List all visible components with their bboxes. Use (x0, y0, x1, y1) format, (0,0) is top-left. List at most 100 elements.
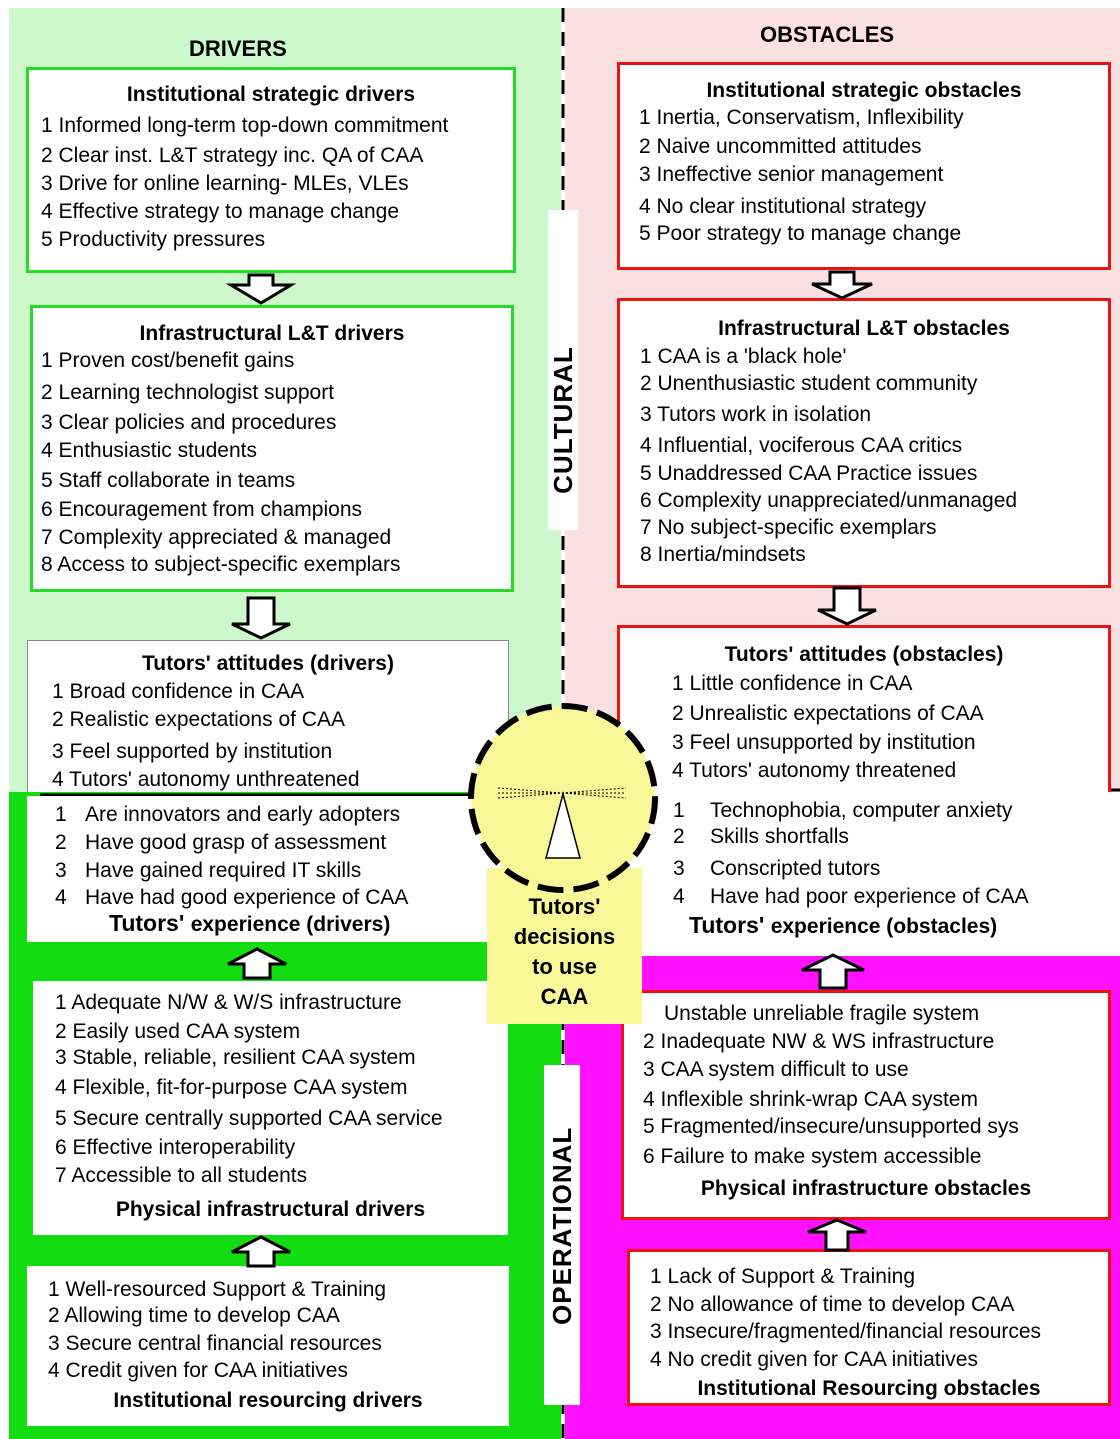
list-item: 3 Insecure/fragmented/financial resource… (650, 1320, 1042, 1343)
list-item: Have good grasp of assessment (85, 831, 387, 854)
obstacles-physical-box: Unstable unreliable fragile system 2 Ina… (621, 990, 1111, 1220)
list-item: Are innovators and early adopters (85, 803, 401, 826)
list-item: 4 Influential, vociferous CAA critics (640, 434, 963, 457)
list-item: 4 Tutors' autonomy unthreatened (52, 768, 360, 791)
list-item: 5 Poor strategy to manage change (639, 222, 962, 245)
drivers-physical-title: Physical infrastructural drivers (115, 1198, 426, 1221)
list-number: 4 (55, 886, 67, 909)
obstacles-resourcing-box: 1 Lack of Support & Training 2 No allowa… (627, 1249, 1111, 1406)
list-item: 4 No clear institutional strategy (639, 195, 927, 218)
list-item: 2 Clear inst. L&T strategy inc. QA of CA… (41, 144, 424, 167)
drivers-experience-title-b: experience (drivers) (190, 913, 391, 936)
list-item: 1 Lack of Support & Training (650, 1265, 915, 1288)
list-item: 4 Effective strategy to manage change (41, 200, 400, 223)
drivers-infrastructural-box: Infrastructural L&T drivers 1 Proven cos… (30, 305, 514, 592)
list-number: 4 (673, 885, 685, 908)
list-item: 4 Inflexible shrink-wrap CAA system (643, 1088, 978, 1111)
obstacles-header: OBSTACLES (760, 22, 895, 47)
list-item: 1 CAA is a 'black hole' (640, 345, 847, 368)
list-item: 4 Enthusiastic students (41, 439, 257, 462)
list-item: Have had good experience of CAA (85, 886, 409, 909)
drivers-experience-title-a: Tutors' (109, 910, 191, 936)
list-item: 6 Complexity unappreciated/unmanaged (640, 489, 1018, 512)
list-item: Skills shortfalls (710, 825, 849, 848)
center-label-line: to use (532, 954, 597, 979)
list-item: 2 Unenthusiastic student community (640, 372, 978, 395)
list-item: 6 Effective interoperability (55, 1136, 296, 1159)
obstacles-resourcing-title: Institutional Resourcing obstacles (697, 1377, 1041, 1400)
center-label-line: decisions (513, 924, 616, 949)
obstacles-physical-title: Physical infrastructure obstacles (700, 1177, 1032, 1200)
list-number: 2 (673, 825, 685, 848)
operational-label-bg (544, 1065, 580, 1405)
list-item: 2 No allowance of time to develop CAA (650, 1293, 1015, 1316)
drivers-header: DRIVERS (189, 36, 287, 61)
center-label-line: CAA (540, 984, 589, 1009)
drivers-attitudes-title: Tutors' attitudes (drivers) (142, 652, 394, 675)
drivers-experience-box: 1 Are innovators and early adopters 2 Ha… (27, 796, 509, 942)
list-item: 6 Encouragement from champions (41, 498, 362, 521)
list-item: 5 Productivity pressures (41, 228, 266, 251)
list-item: 5 Secure centrally supported CAA service (55, 1107, 443, 1130)
down-arrow-icon (225, 273, 297, 305)
drivers-resourcing-box: 1 Well-resourced Support & Training 2 Al… (27, 1266, 509, 1426)
obstacles-infrastructural-title: Infrastructural L&T obstacles (718, 317, 1010, 340)
list-number: 1 (55, 803, 67, 826)
down-arrow-icon (231, 596, 291, 640)
list-item: 3 Secure central financial resources (48, 1332, 382, 1355)
list-item: 8 Access to subject-specific exemplars (41, 553, 401, 576)
up-arrow-icon (227, 947, 287, 980)
list-item: 5 Fragmented/insecure/unsupported sys (643, 1115, 1019, 1138)
obstacles-experience-box: 1 Technophobia, computer anxiety 2 Skill… (617, 792, 1120, 956)
drivers-infrastructural-title: Infrastructural L&T drivers (139, 322, 405, 345)
list-item: 2 Easily used CAA system (55, 1020, 301, 1043)
down-arrow-icon (817, 586, 877, 626)
drivers-operational-white-band (0, 792, 9, 1439)
list-item: 4 Credit given for CAA initiatives (48, 1359, 348, 1382)
cultural-label: CULTURAL (548, 346, 578, 494)
obstacles-strategic-box: Institutional strategic obstacles 1 Iner… (617, 62, 1111, 270)
list-item: 2 Realistic expectations of CAA (52, 708, 345, 731)
list-item: 2 Learning technologist support (41, 381, 335, 404)
drivers-strategic-box: Institutional strategic drivers 1 Inform… (26, 67, 516, 273)
list-item: Have gained required IT skills (85, 859, 362, 882)
list-item: 2 Unrealistic expectations of CAA (672, 702, 984, 725)
center-label-line: Tutors' (528, 894, 601, 919)
list-item: 3 Feel unsupported by institution (672, 731, 976, 754)
drivers-physical-box: 1 Adequate N/W & W/S infrastructure 2 Ea… (33, 981, 508, 1235)
center-label: Tutors' decisions to use CAA (487, 892, 642, 1012)
list-item: 5 Staff collaborate in teams (41, 469, 296, 492)
list-item: 1 Adequate N/W & W/S infrastructure (55, 991, 402, 1014)
list-item: 4 No credit given for CAA initiatives (650, 1348, 978, 1371)
list-item: 5 Unaddressed CAA Practice issues (640, 462, 978, 485)
list-item: Unstable unreliable fragile system (664, 1002, 980, 1025)
cultural-label-bg (548, 210, 578, 530)
list-item: 1 Informed long-term top-down commitment (41, 114, 449, 137)
obstacles-strategic-title: Institutional strategic obstacles (706, 79, 1022, 102)
list-item: 4 Tutors' autonomy threatened (672, 759, 957, 782)
list-item: 3 Stable, reliable, resilient CAA system (55, 1046, 416, 1069)
obstacles-experience-title-a: Tutors' (689, 912, 771, 938)
list-item: 3 Clear policies and procedures (41, 411, 337, 434)
list-number: 1 (673, 799, 685, 822)
list-item: 2 Allowing time to develop CAA (48, 1304, 340, 1327)
list-item: 3 Tutors work in isolation (640, 403, 872, 426)
list-item: 7 No subject-specific exemplars (640, 516, 937, 539)
list-item: 8 Inertia/mindsets (640, 543, 806, 566)
up-arrow-icon (231, 1235, 291, 1268)
drivers-resourcing-title: Institutional resourcing drivers (113, 1389, 423, 1412)
list-item: 1 Broad confidence in CAA (52, 680, 305, 703)
list-item: 1 Inertia, Conservatism, Inflexibility (639, 106, 964, 129)
obstacles-experience-title: Tutors' experience (obstacles) (689, 912, 997, 939)
obstacles-attitudes-title: Tutors' attitudes (obstacles) (724, 643, 1004, 666)
obstacles-experience-title-b: experience (obstacles) (770, 915, 998, 938)
list-item: 1 Proven cost/benefit gains (41, 349, 295, 372)
list-item: Have had poor experience of CAA (710, 885, 1029, 908)
list-item: 1 Well-resourced Support & Training (48, 1278, 387, 1301)
list-item: 7 Accessible to all students (55, 1164, 308, 1187)
list-number: 3 (55, 859, 67, 882)
list-item: 2 Inadequate NW & WS infrastructure (643, 1030, 995, 1053)
obstacles-infrastructural-box: Infrastructural L&T obstacles 1 CAA is a… (617, 298, 1111, 588)
list-item: 3 Drive for online learning- MLEs, VLEs (41, 172, 409, 195)
balance-scale-icon (468, 703, 658, 893)
